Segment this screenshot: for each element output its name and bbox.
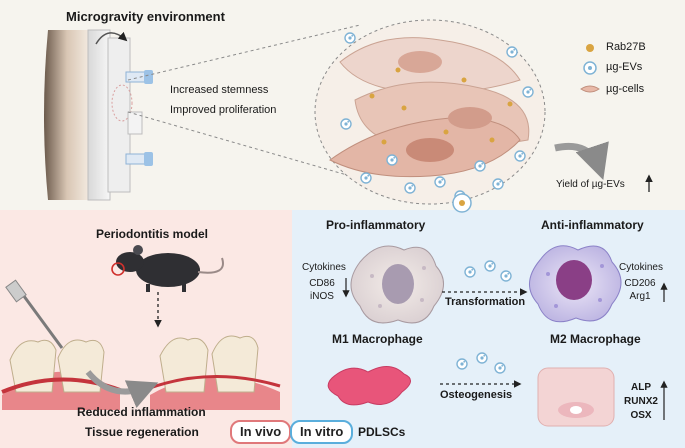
periodontitis-teeth-icon [1, 279, 121, 410]
in-vitro-panel-background [292, 210, 685, 448]
cell-culture-zoom [314, 19, 546, 213]
treatment-arrow [85, 370, 159, 408]
m2-cytokines-heading: Cytokines [619, 262, 663, 273]
yield-arrow [554, 141, 609, 180]
effect-proliferation: Improved proliferation [170, 104, 277, 116]
m2-marker-cd206: CD206 [624, 278, 656, 289]
vesicle-icon [583, 61, 597, 75]
pro-inflammatory-title: Pro-inflammatory [326, 218, 426, 232]
outcome-reduced-inflammation: Reduced inflammation [77, 405, 206, 419]
marker-osx: OSX [630, 410, 652, 421]
m1-macrophage-label: M1 Macrophage [332, 332, 423, 346]
pdlsc-cell-icon [327, 366, 411, 406]
microgravity-title: Microgravity environment [66, 9, 225, 24]
cell-icon [580, 85, 600, 93]
marker-alp: ALP [631, 382, 651, 393]
outcome-tissue-regeneration: Tissue regeneration [85, 425, 199, 439]
legend-ug-cells: µg-cells [606, 83, 645, 95]
in-vivo-badge: In vivo [230, 420, 292, 444]
in-vitro-badge: In vitro [290, 420, 354, 444]
m1-cytokines-heading: Cytokines [302, 262, 346, 273]
marker-runx2: RUNX2 [624, 396, 658, 407]
effect-stemness: Increased stemness [170, 84, 269, 96]
m2-macrophage-label: M2 Macrophage [550, 332, 641, 346]
yield-label: Yield of µg-EVs [556, 179, 625, 190]
mouse-icon [111, 245, 224, 292]
legend-ug-evs: µg-EVs [606, 61, 643, 73]
rab27b-dot-icon [586, 44, 594, 52]
m1-marker-inos: iNOS [310, 291, 334, 302]
m1-macrophage-icon [350, 245, 444, 324]
osteoblast-cell-icon [537, 367, 615, 427]
regenerated-teeth-icon [149, 335, 281, 410]
periodontitis-title: Periodontitis model [96, 227, 209, 241]
osteogenesis-label: Osteogenesis [440, 389, 513, 401]
pdlsc-label: PDLSCs [358, 425, 406, 439]
m2-macrophage-icon [529, 245, 622, 323]
m1-marker-cd86: CD86 [309, 278, 335, 289]
anti-inflammatory-title: Anti-inflammatory [541, 218, 644, 232]
bioreactor-icon [44, 29, 153, 201]
transformation-label: Transformation [445, 296, 526, 308]
legend-rab27b: Rab27B [606, 41, 646, 53]
m2-marker-arg1: Arg1 [629, 291, 651, 302]
